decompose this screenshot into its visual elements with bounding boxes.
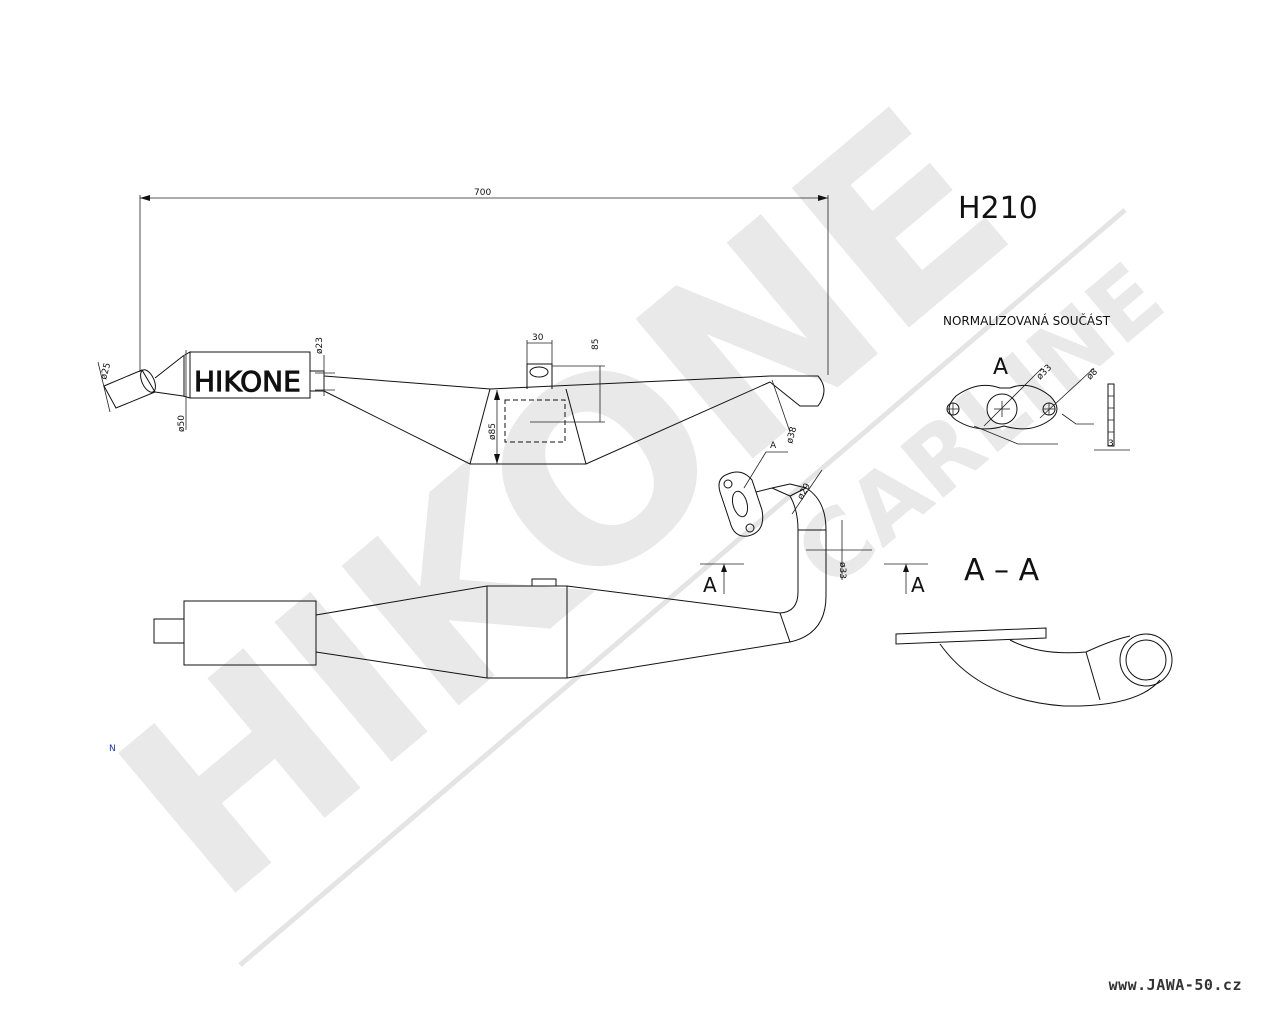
- dimension-d85: ø85: [488, 423, 498, 440]
- side-silencer: [183, 600, 317, 666]
- dimension-w30: 30: [532, 333, 544, 343]
- dimension-d25: ø25: [99, 362, 113, 381]
- silencer-end-cap: [154, 351, 191, 399]
- dimension-thk3: 3: [1108, 439, 1114, 449]
- exhaust-side-view: ø29 ø33 A: [153, 441, 872, 679]
- silencer-brand: HIKONE: [194, 365, 301, 398]
- dimension-d23: ø23: [315, 337, 325, 354]
- footer-site: www.JAWA-50.cz: [1108, 976, 1242, 994]
- header-end: [769, 375, 825, 407]
- flange-thickness-view: [1107, 383, 1115, 447]
- section-plate: [895, 627, 1047, 645]
- side-bracket: [531, 578, 557, 587]
- flange-view-label: A: [993, 355, 1008, 380]
- flange-marker: A: [770, 441, 777, 451]
- mount-bracket: [526, 363, 553, 389]
- section-view: [895, 627, 1173, 707]
- hidden-bracket: [504, 399, 566, 443]
- dimension-d33-bend: ø33: [837, 562, 847, 579]
- exhaust-top-view: HIKONE 30 85 ø85 ø25 ø50: [97, 333, 825, 465]
- section-marker-right: A: [884, 563, 928, 597]
- flange-caption: NORMALIZOVANÁ SOUČÁST: [943, 313, 1111, 328]
- dimension-h85: 85: [591, 339, 601, 350]
- section-marker-left-text: A: [703, 573, 717, 597]
- section-bend-outer: [939, 643, 1161, 707]
- watermark-line: [238, 208, 1127, 967]
- flange-detail: NORMALIZOVANÁ SOUČÁST A ø33 ø8 3: [943, 313, 1130, 451]
- flange-plate: [948, 384, 1058, 430]
- drawing-title: H210: [958, 191, 1038, 226]
- tailpipe: [103, 369, 156, 409]
- dimension-length: 700: [139, 188, 829, 375]
- stray-mark: N: [109, 744, 116, 754]
- section-marker-right-text: A: [911, 573, 925, 597]
- side-flange: [718, 471, 764, 537]
- dimension-d50: ø50: [177, 415, 187, 432]
- section-marker-left: A: [700, 563, 744, 597]
- dimension-d38: ø38: [785, 426, 799, 445]
- section-title: A – A: [964, 553, 1040, 588]
- dimension-length-text: 700: [474, 188, 491, 198]
